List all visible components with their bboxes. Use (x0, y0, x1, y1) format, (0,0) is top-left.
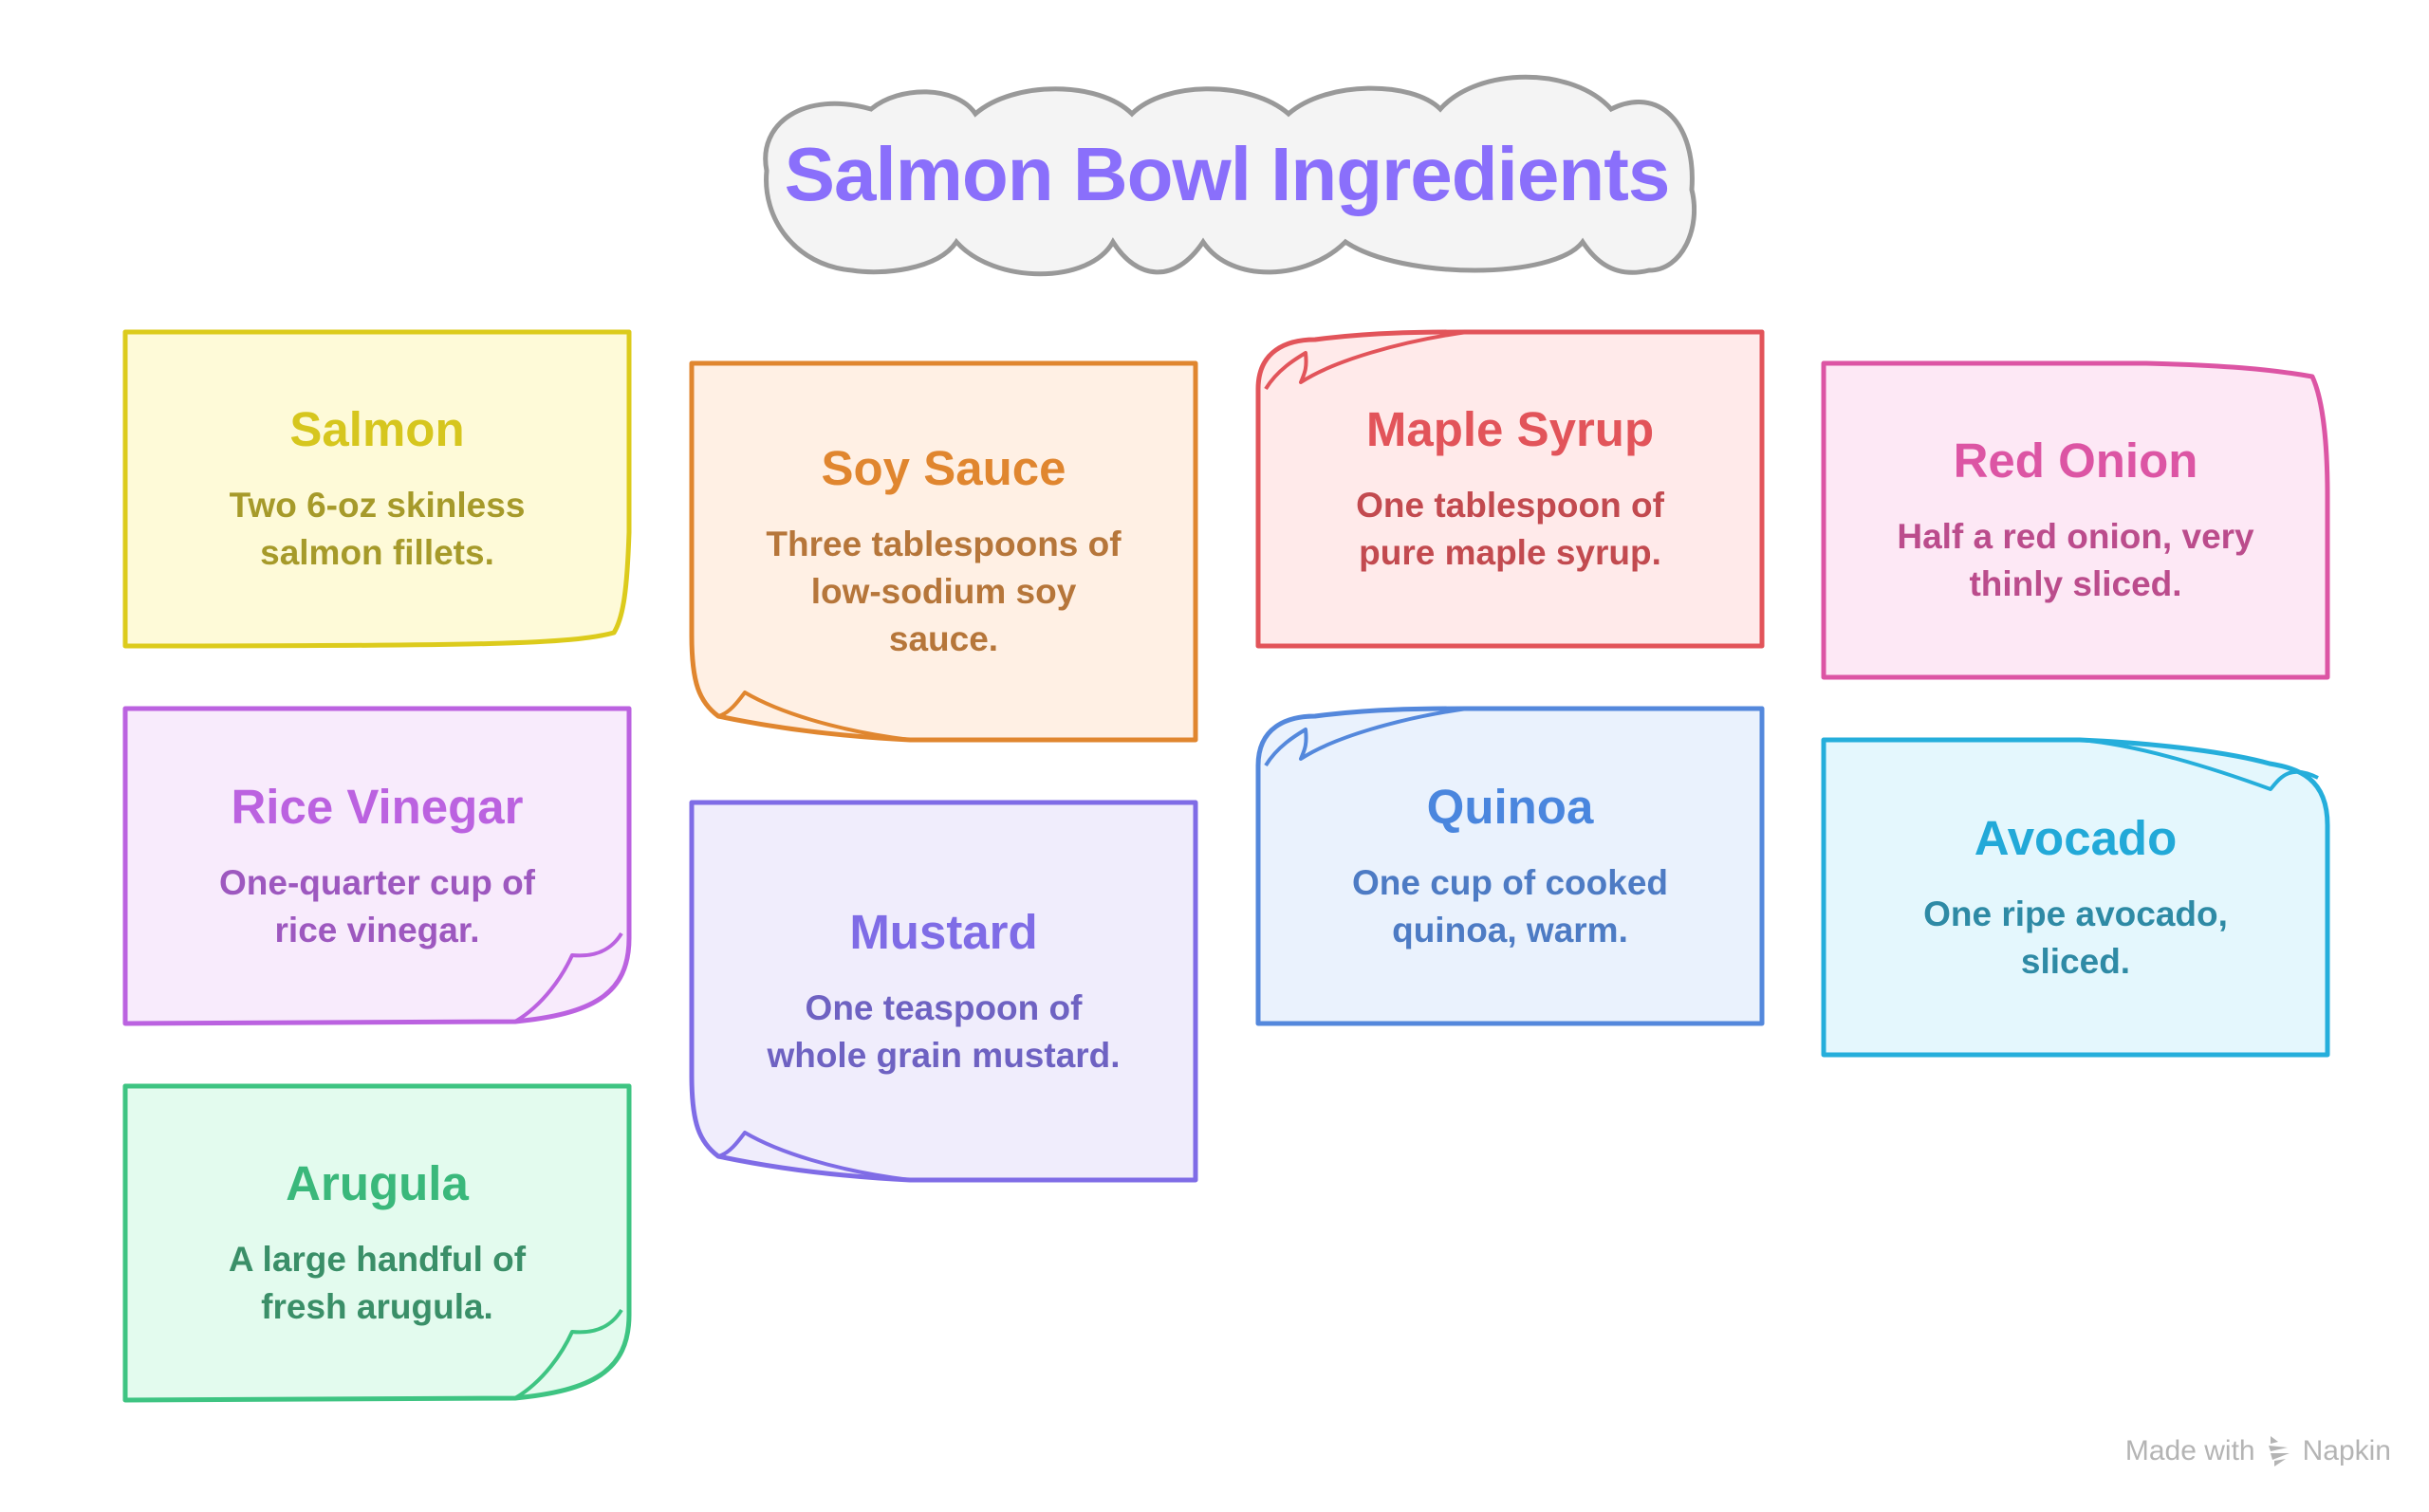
ingredient-description: Half a red onion, very thinly sliced. (1897, 517, 2254, 603)
ingredient-card-arugula: Arugula A large handful of fresh arugula… (122, 1083, 632, 1403)
page-curl-icon (1264, 330, 1468, 391)
sticky-note-shape (122, 329, 632, 649)
page-curl-icon (1264, 707, 1468, 767)
ingredient-card-soy-sauce: Soy Sauce Three tablespoons of low-sodiu… (689, 360, 1198, 743)
ingredient-title: Arugula (286, 1156, 469, 1210)
ingredient-description: Three tablespoons of low-sodium soy sauc… (766, 525, 1122, 658)
ingredient-title: Soy Sauce (821, 441, 1066, 495)
ingredient-title: Avocado (1974, 810, 2178, 865)
made-with-label: Made with (2124, 1435, 2255, 1466)
page-curl-icon (717, 1131, 911, 1182)
page-title: Salmon Bowl Ingredients (784, 132, 1671, 216)
ingredient-card-avocado: Avocado One ripe avocado, sliced. (1821, 737, 2330, 1058)
page-curl-icon (717, 691, 911, 742)
page-curl-icon (513, 1308, 623, 1400)
napkin-brand: Napkin (2302, 1435, 2391, 1466)
sticky-note-shape (1255, 706, 1765, 1026)
ingredient-description: One cup of cooked quinoa, warm. (1351, 862, 1669, 950)
ingredient-card-maple-syrup: Maple Syrup One tablespoon of pure maple… (1255, 329, 1765, 649)
sticky-note-shape (1821, 737, 2330, 1058)
ingredient-card-salmon: Salmon Two 6-oz skinless salmon fillets. (122, 329, 632, 649)
sticky-note-shape (689, 360, 1198, 743)
napkin-logo-icon (2268, 1436, 2290, 1466)
sticky-note-shape (1255, 329, 1765, 649)
ingredient-card-quinoa: Quinoa One cup of cooked quinoa, warm. (1255, 706, 1765, 1026)
ingredient-title: Quinoa (1426, 779, 1594, 834)
ingredient-title: Mustard (849, 904, 1038, 959)
ingredient-description: One tablespoon of pure maple syrup. (1356, 486, 1664, 572)
ingredient-card-mustard: Mustard One teaspoon of whole grain must… (689, 800, 1198, 1183)
cloud-shape (763, 74, 1697, 277)
page-curl-icon (513, 931, 623, 1023)
ingredient-description: One teaspoon of whole grain mustard. (767, 987, 1121, 1075)
page-curl-icon (2079, 738, 2319, 791)
sticky-note-shape (689, 800, 1198, 1183)
ingredient-card-red-onion: Red Onion Half a red onion, very thinly … (1821, 360, 2330, 680)
title-cloud: Salmon Bowl Ingredients (757, 66, 1697, 283)
sticky-note-shape (122, 1083, 632, 1403)
ingredient-title: Red Onion (1953, 433, 2198, 488)
ingredient-description: One-quarter cup of rice vinegar. (218, 862, 536, 950)
ingredient-title: Salmon (289, 402, 465, 456)
ingredient-description: A large handful of fresh arugula. (228, 1240, 527, 1326)
ingredient-description: One ripe avocado, sliced. (1923, 894, 2228, 981)
sticky-note-shape (122, 706, 632, 1026)
sticky-note-shape (1821, 360, 2330, 680)
ingredient-description: Two 6-oz skinless salmon fillets. (229, 486, 526, 572)
ingredient-card-rice-vinegar: Rice Vinegar One-quarter cup of rice vin… (122, 706, 632, 1026)
ingredient-title: Maple Syrup (1365, 402, 1655, 456)
ingredient-title: Rice Vinegar (231, 779, 524, 834)
made-with-napkin[interactable]: Made with Napkin (2125, 1434, 2391, 1468)
